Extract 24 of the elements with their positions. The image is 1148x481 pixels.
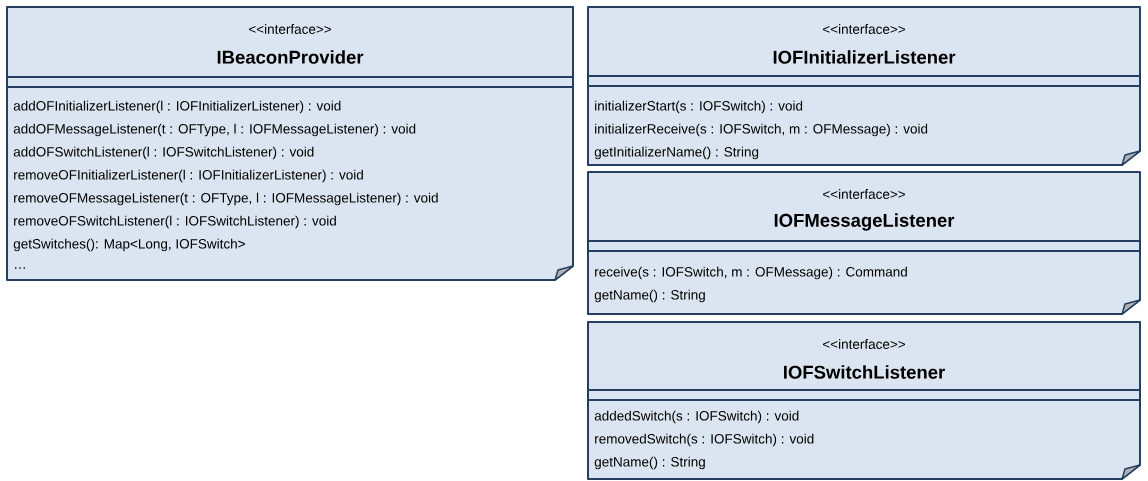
method-signature: removeOFSwitchListener(l : IOFSwitchListener) : void	[14, 215, 336, 229]
method-signature: getInitializerName() : String	[594, 146, 759, 160]
method-signature: removedSwitch(s : IOFSwitch) : void	[595, 433, 814, 447]
method-signature: addedSwitch(s : IOFSwitch) : void	[594, 410, 799, 424]
stereotype-label: <<interface>>	[823, 189, 905, 199]
method-signature: getSwitches(): Map<Long, IOFSwitch>	[13, 238, 245, 252]
method-signature: removeOFMessageListener(t : OFType, l : IOFMessageListener) : void	[14, 192, 438, 206]
interface-name: IOFMessageListener	[774, 213, 955, 231]
method-signature: initializerStart(s : IOFSwitch) : void	[595, 100, 803, 114]
method-signature: receive(s : IOFSwitch, m : OFMessage) : Command	[595, 266, 907, 280]
method-signature: removeOFInitializerListener(l : IOFInitializerListener) : void	[14, 169, 363, 183]
stereotype-label: <<interface>>	[823, 24, 905, 34]
method-signature: initializerReceive(s : IOFSwitch, m : OFMessage) : void	[595, 123, 928, 137]
stereotype-label: <<interface>>	[823, 339, 905, 349]
interface-name: IOFInitializerListener	[773, 50, 956, 64]
interface-name: IOFSwitchListener	[784, 365, 945, 379]
interface-name: IBeaconProvider	[217, 50, 364, 64]
method-signature: addOFMessageListener(t : OFType, l : IOFMessageListener) : void	[13, 123, 416, 137]
stereotype-label: <<interface>>	[249, 24, 331, 34]
method-signature: …	[15, 267, 25, 269]
method-signature: getName() : String	[594, 456, 705, 470]
method-signature: addOFSwitchListener(l : IOFSwitchListener) : void	[13, 146, 314, 160]
method-signature: getName() : String	[594, 289, 705, 303]
method-signature: addOFInitializerListener(l : IOFInitializerListener) : void	[13, 100, 341, 114]
